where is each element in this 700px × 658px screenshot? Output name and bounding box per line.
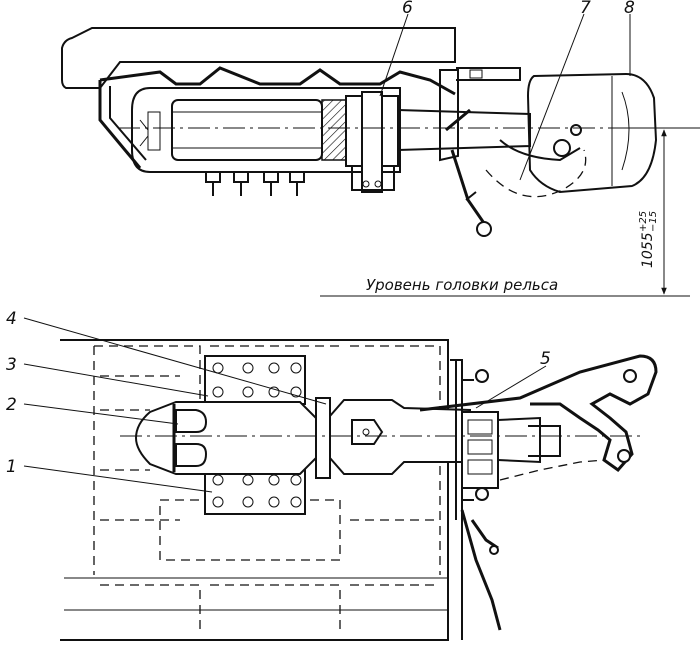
label-7: 7 xyxy=(580,0,591,18)
frame-bolts xyxy=(205,171,305,196)
uncoupling-lever-plan xyxy=(419,354,658,473)
coupler-shank-side xyxy=(397,109,531,151)
uncoupling-chain xyxy=(499,459,605,481)
yoke-plan xyxy=(134,401,319,475)
rail-level-caption: Уровень головки рельса xyxy=(366,276,558,294)
label-3: 3 xyxy=(6,355,17,375)
draft-gear xyxy=(171,99,323,161)
label-4: 4 xyxy=(6,309,17,329)
coupler-key-6 xyxy=(361,91,383,193)
uncoupling-lever-side xyxy=(445,108,488,227)
label-8: 8 xyxy=(624,0,635,18)
label-6: 6 xyxy=(402,0,413,18)
label-5: 5 xyxy=(540,349,551,369)
lock-mechanism-7 xyxy=(499,139,581,162)
height-dim-lower-tol: −15 xyxy=(648,211,659,232)
striker-casting xyxy=(461,411,499,489)
coupler-head-8 xyxy=(526,72,658,194)
striker-plate xyxy=(439,69,459,162)
side-view: 1055 +25 −15 Уровень головки рельса 6 7 … xyxy=(61,0,700,297)
center-sill-inner xyxy=(109,86,147,161)
car-frame-outline xyxy=(61,27,456,89)
draft-gear-housing xyxy=(131,87,401,173)
frame-plan-outline xyxy=(60,339,449,641)
label-1: 1 xyxy=(6,457,17,477)
follower-plate xyxy=(321,99,347,161)
label-2: 2 xyxy=(6,395,17,415)
striker-5 xyxy=(450,359,463,640)
yoke-rib xyxy=(139,119,149,147)
height-dim-upper-tol: +25 xyxy=(638,211,649,232)
center-sill xyxy=(98,66,456,169)
yoke-slot xyxy=(147,111,161,151)
key-bottom xyxy=(351,166,395,191)
plan-view: 4 3 2 1 5 xyxy=(6,309,658,641)
height-dim-value: 1055 xyxy=(640,232,656,268)
plate-bolts xyxy=(212,362,302,508)
follower-4 xyxy=(315,397,331,479)
lower-lever xyxy=(460,509,502,631)
coupler-head-plan xyxy=(497,416,561,464)
